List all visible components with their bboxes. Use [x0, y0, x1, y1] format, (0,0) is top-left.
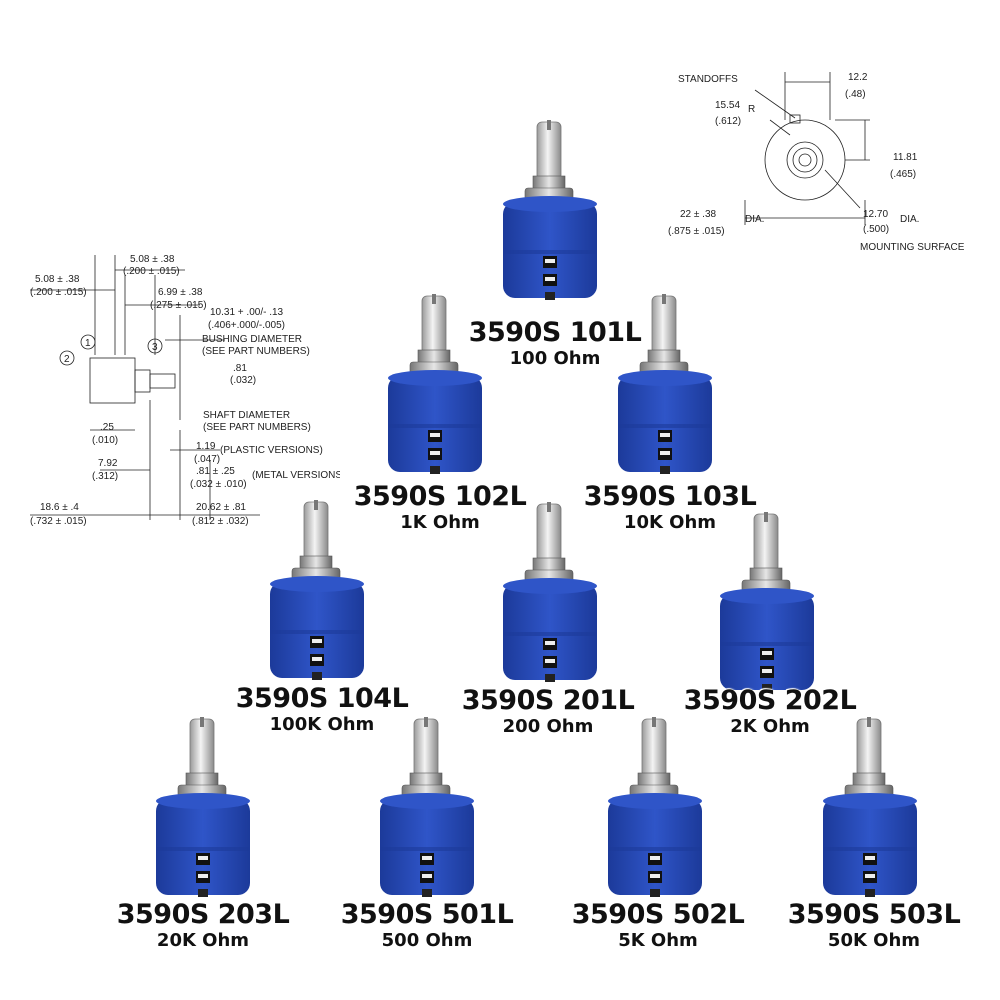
potentiometer-photo: [372, 715, 482, 905]
resistance-value: 100K Ohm: [269, 714, 375, 735]
front-dia-1-suffix: DIA.: [745, 214, 764, 225]
side-dim-3-in: (.275 ± .015): [150, 300, 207, 311]
part-number: 3590S 502L: [571, 899, 745, 930]
side-dim-5: .81: [233, 363, 247, 374]
front-view-dimension-drawing: STANDOFFS 15.54 R (.612) 12.2 (.48) 11.8…: [668, 72, 965, 253]
product-label: 3590S 503L 50K Ohm: [764, 900, 984, 952]
part-number: 3590S 102L: [353, 481, 527, 512]
side-view-lines: [30, 255, 260, 520]
part-number: 3590S 203L: [116, 899, 290, 930]
resistance-value: 100 Ohm: [509, 348, 601, 369]
front-dia-2: 12.70: [863, 209, 888, 220]
potentiometer-photo: [815, 715, 925, 905]
potentiometer-photo: [495, 500, 605, 690]
side-dim-10-in: (.732 ± .015): [30, 516, 87, 527]
side-dim-4-in: (.406+.000/-.005): [208, 320, 285, 331]
potentiometer-photo: [712, 510, 822, 700]
part-number: 3590S 202L: [683, 685, 857, 716]
potentiometer-photo: [495, 118, 605, 308]
side-dim-1: 5.08 ± .38: [130, 254, 175, 265]
part-number: 3590S 101L: [468, 317, 642, 348]
front-width: 12.2: [848, 72, 868, 83]
side-dim-2: 5.08 ± .38: [35, 274, 80, 285]
front-height: 11.81: [893, 152, 918, 163]
product-label: 3590S 501L 500 Ohm: [317, 900, 537, 952]
product-label: 3590S 102L 1K Ohm: [330, 482, 550, 534]
front-dia-1: 22 ± .38: [680, 209, 717, 220]
side-dim-9: .81 ± .25: [196, 466, 235, 477]
part-number: 3590S 503L: [787, 899, 961, 930]
part-number: 3590S 104L: [235, 683, 409, 714]
product-label: 3590S 103L 10K Ohm: [560, 482, 780, 534]
side-dim-4: 10.31 + .00/- .13: [210, 307, 284, 318]
pin-1-label: 1: [85, 338, 91, 349]
product-label: 3590S 202L 2K Ohm: [660, 686, 880, 738]
mounting-surface-label: MOUNTING SURFACE: [860, 242, 965, 253]
front-radius-in: (.612): [715, 116, 741, 127]
bushing-label-1: BUSHING DIAMETER: [202, 334, 302, 345]
side-dim-11-in: (.812 ± .032): [192, 516, 249, 527]
metal-label: (METAL VERSIONS): [252, 470, 340, 481]
pin-3-label: 3: [152, 342, 158, 353]
resistance-value: 500 Ohm: [381, 930, 473, 951]
front-radius: 15.54: [715, 100, 740, 111]
side-dim-1-in: (.200 ± .015): [123, 266, 180, 277]
shaft-label-1: SHAFT DIAMETER: [203, 410, 290, 421]
resistance-value: 10K Ohm: [623, 512, 717, 533]
front-width-in: (.48): [845, 89, 866, 100]
side-view-dimension-drawing: 5.08 ± .38 (.200 ± .015) 5.08 ± .38 (.20…: [30, 254, 340, 527]
plastic-label: (PLASTIC VERSIONS): [220, 445, 323, 456]
potentiometer-photo: [610, 292, 720, 482]
pin-2-label: 2: [64, 354, 70, 365]
side-dim-7-in: (.047): [194, 454, 220, 465]
shaft-label-2: (SEE PART NUMBERS): [203, 422, 311, 433]
side-dim-2-in: (.200 ± .015): [30, 287, 87, 298]
part-number: 3590S 201L: [461, 685, 635, 716]
standoffs-label: STANDOFFS: [678, 74, 738, 85]
resistance-value: 2K Ohm: [730, 716, 810, 737]
product-label: 3590S 101L 100 Ohm: [445, 318, 665, 370]
side-dim-8-in: (.312): [92, 471, 118, 482]
part-number: 3590S 103L: [583, 481, 757, 512]
front-radius-suffix: R: [748, 104, 755, 115]
resistance-value: 50K Ohm: [827, 930, 921, 951]
resistance-value: 20K Ohm: [156, 930, 250, 951]
resistance-value: 5K Ohm: [618, 930, 698, 951]
side-dim-11: 20.62 ± .81: [196, 502, 246, 513]
side-dim-10: 18.6 ± .4: [40, 502, 79, 513]
product-label: 3590S 104L 100K Ohm: [212, 684, 432, 736]
front-dia-2-suffix: DIA.: [900, 214, 919, 225]
product-label: 3590S 203L 20K Ohm: [93, 900, 313, 952]
product-label: 3590S 201L 200 Ohm: [438, 686, 658, 738]
side-dim-6: .25: [100, 422, 114, 433]
side-dim-5-in: (.032): [230, 375, 256, 386]
product-label: 3590S 502L 5K Ohm: [548, 900, 768, 952]
resistance-value: 1K Ohm: [400, 512, 480, 533]
resistance-value: 200 Ohm: [502, 716, 594, 737]
front-dia-2-in: (.500): [863, 224, 889, 235]
part-number: 3590S 501L: [340, 899, 514, 930]
potentiometer-photo: [262, 498, 372, 688]
front-height-in: (.465): [890, 169, 916, 180]
front-dia-1-in: (.875 ± .015): [668, 226, 725, 237]
potentiometer-photo: [600, 715, 710, 905]
side-dim-7: 1.19: [196, 441, 216, 452]
side-dim-8: 7.92: [98, 458, 118, 469]
bushing-label-2: (SEE PART NUMBERS): [202, 346, 310, 357]
side-dim-3: 6.99 ± .38: [158, 287, 203, 298]
side-dim-9-in: (.032 ± .010): [190, 479, 247, 490]
potentiometer-photo: [148, 715, 258, 905]
front-view-lines: [744, 72, 870, 225]
side-dim-6-in: (.010): [92, 435, 118, 446]
potentiometer-photo: [380, 292, 490, 482]
